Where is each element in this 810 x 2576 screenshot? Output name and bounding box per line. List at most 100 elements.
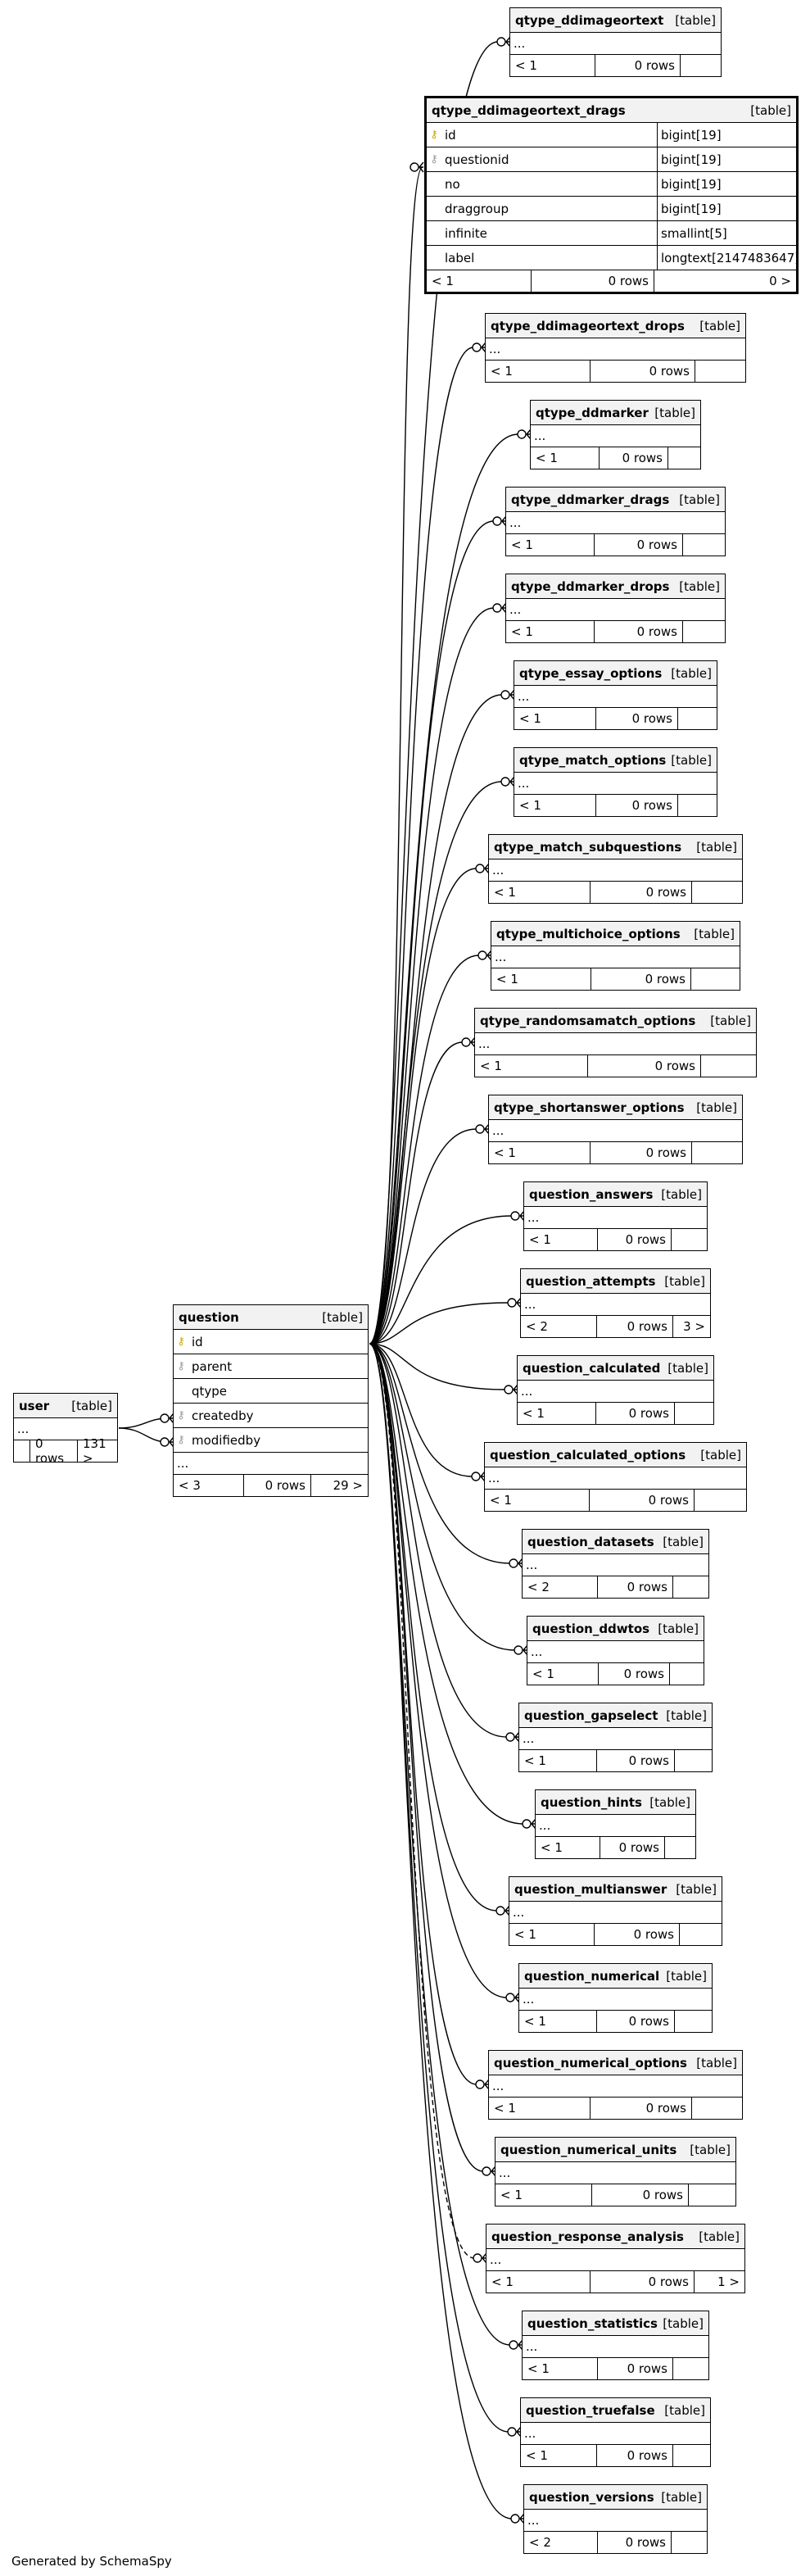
footer-prev: < 2 xyxy=(523,1576,598,1598)
relationship-edge xyxy=(369,955,480,1345)
table-tag: [table] xyxy=(700,1447,741,1463)
relationship-edge xyxy=(369,1343,508,1738)
optional-circle-marker xyxy=(504,1385,514,1395)
footer-next xyxy=(675,1750,712,1771)
optional-circle-marker xyxy=(475,864,485,873)
relationship-edge xyxy=(369,1215,513,1345)
optional-circle-marker xyxy=(410,162,419,172)
optional-circle-marker xyxy=(477,950,487,960)
table-tag: [table] xyxy=(658,1621,699,1636)
table-question-calculated-options[interactable]: question_calculated_options[table]...< 1… xyxy=(484,1442,747,1512)
column-type: bigint[19] xyxy=(657,197,796,220)
column-row[interactable]: ⚷parent xyxy=(174,1354,368,1379)
footer-next xyxy=(681,55,721,76)
table-tag: [table] xyxy=(663,2315,704,2331)
optional-circle-marker xyxy=(496,37,506,47)
table-name: question_ddwtos xyxy=(532,1621,650,1636)
table-name: qtype_match_options xyxy=(519,752,667,768)
table-ellipsis: ... xyxy=(489,1120,742,1142)
footer-next xyxy=(692,882,742,903)
footer-rows: 0 rows xyxy=(597,2445,673,2466)
table-tag: [table] xyxy=(679,492,720,507)
table-header: question_numerical_options[table] xyxy=(489,2051,742,2075)
table-ellipsis: ... xyxy=(521,2423,710,2445)
column-row[interactable]: qtype xyxy=(174,1379,368,1404)
table-user[interactable]: user[table] ... 0 rows 131 > xyxy=(13,1393,118,1466)
table-header: question_datasets[table] xyxy=(523,1530,708,1554)
optional-circle-marker xyxy=(160,1413,170,1423)
relationship-edge xyxy=(369,1343,516,1651)
table-ellipsis: ... xyxy=(514,773,717,795)
table-name: question_attempts xyxy=(526,1273,656,1289)
footer-next xyxy=(665,1837,695,1858)
footer-rows: 0 rows xyxy=(591,968,691,990)
table-qtype-randomsamatch-options[interactable]: qtype_randomsamatch_options[table]...< 1… xyxy=(474,1008,757,1077)
table-name: question_numerical xyxy=(524,1968,660,1984)
footer-next: 1 > xyxy=(717,2274,740,2289)
foreign-key-icon: ⚷ xyxy=(177,1434,185,1446)
table-header: qtype_essay_options[table] xyxy=(514,661,717,686)
optional-circle-marker xyxy=(475,1124,485,1134)
table-tag: [table] xyxy=(710,1013,751,1028)
footer-next xyxy=(673,2445,710,2466)
footer-prev: < 1 xyxy=(509,1924,595,1945)
table-ellipsis: ... xyxy=(489,2075,742,2098)
footer-next xyxy=(673,2358,708,2379)
footer-rows: 0 rows xyxy=(596,708,678,729)
column-row[interactable]: ⚷modifiedby xyxy=(174,1428,368,1453)
table-header: question_ddwtos [table] xyxy=(527,1617,704,1641)
relationship-edge xyxy=(369,433,519,1345)
footer-prev: < 1 xyxy=(489,1142,591,1163)
column-row[interactable]: ⚷createdby xyxy=(174,1404,368,1428)
footer-next: 0 > xyxy=(769,274,791,288)
footer-prev: < 1 xyxy=(489,2098,591,2119)
footer-rows: 0 rows xyxy=(595,1924,680,1945)
relationship-edge xyxy=(369,868,477,1345)
table-tag: [table] xyxy=(663,1534,704,1549)
footer-rows: 0 rows xyxy=(599,1663,670,1685)
table-tag: [table] xyxy=(675,12,716,28)
column-row[interactable]: ⚷id xyxy=(174,1330,368,1354)
